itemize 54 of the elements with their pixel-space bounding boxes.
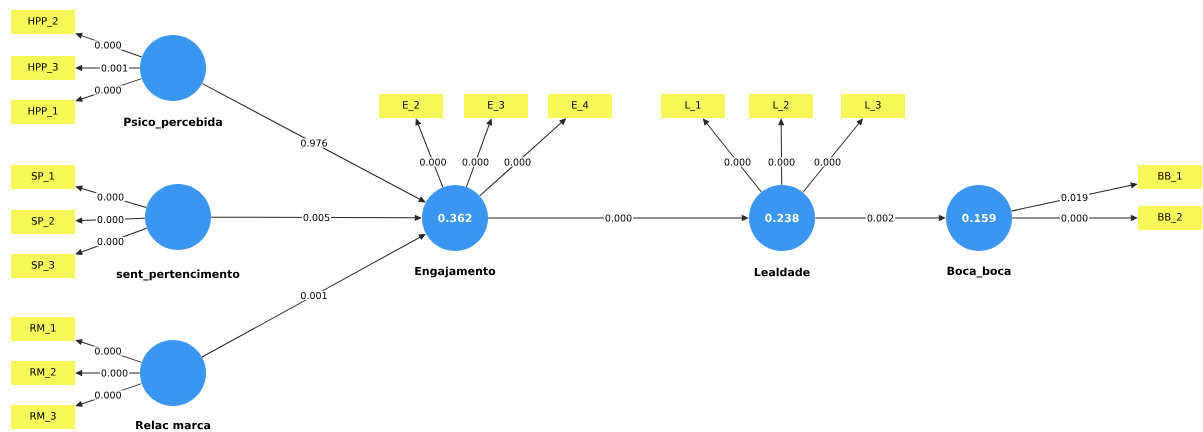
edge-label: 0.976 [299, 138, 329, 148]
edge-label: 0.001 [99, 63, 130, 73]
edge-label: 0.000 [99, 368, 130, 378]
edge-label: 0.000 [93, 40, 123, 50]
indicator-box: E_2 [379, 94, 443, 118]
edge-label: 0.000 [95, 214, 126, 225]
indicator-box: RM_2 [11, 361, 75, 385]
indicator-box: E_3 [464, 94, 528, 118]
construct-name: Boca_boca [947, 266, 1011, 278]
indicator-box: SP_3 [11, 254, 75, 278]
indicator-box: BB_1 [1138, 165, 1202, 189]
edge-label: 0.000 [93, 346, 123, 356]
indicator-box: BB_2 [1138, 206, 1202, 230]
arrow [415, 118, 444, 188]
arrow [479, 118, 566, 197]
indicator-box: HPP_3 [11, 56, 75, 80]
arrow [703, 118, 762, 193]
edge-label: 0.000 [95, 236, 126, 247]
arrow [802, 118, 863, 193]
edge-label: 0.000 [1059, 213, 1090, 223]
indicator-box: SP_2 [11, 210, 75, 234]
construct-name: Engajamento [415, 266, 496, 278]
indicator-box: RM_1 [11, 317, 75, 341]
edge-label: 0.000 [722, 157, 753, 167]
edge-label: 0.000 [766, 157, 797, 167]
construct-name: Relac marca [136, 420, 210, 430]
arrow [201, 234, 426, 358]
arrow [778, 118, 785, 186]
arrow [201, 83, 426, 203]
indicator-box: L_2 [749, 94, 813, 118]
edge-label: 0.005 [301, 212, 332, 223]
edge-label: 0.000 [460, 157, 491, 167]
edge-label: 0.001 [299, 290, 329, 301]
indicator-box: RM_3 [11, 405, 75, 429]
indicator-box: E_4 [548, 94, 612, 118]
edge-label: 0.000 [603, 213, 634, 223]
edge-label: 0.000 [93, 390, 123, 400]
edge-label: 0.019 [1059, 192, 1090, 203]
edge-label: 0.000 [502, 157, 533, 167]
construct-name: sent_pertencimento [116, 269, 240, 281]
indicator-box: HPP_1 [11, 100, 75, 124]
edge-label: 0.000 [93, 85, 123, 95]
arrow [487, 215, 749, 221]
edge-label: 0.000 [812, 157, 843, 167]
construct-name: Psico_percebida [124, 117, 222, 129]
edge-label: 0.000 [95, 192, 126, 202]
arrow [465, 118, 493, 188]
edge-label: 0.002 [865, 213, 896, 223]
construct-name: Lealdade [754, 267, 810, 277]
indicator-box: HPP_2 [11, 10, 75, 34]
edge-label: 0.000 [418, 157, 448, 167]
indicator-box: L_3 [841, 94, 905, 118]
indicator-box: L_1 [661, 94, 725, 118]
indicator-box: SP_1 [11, 165, 75, 189]
